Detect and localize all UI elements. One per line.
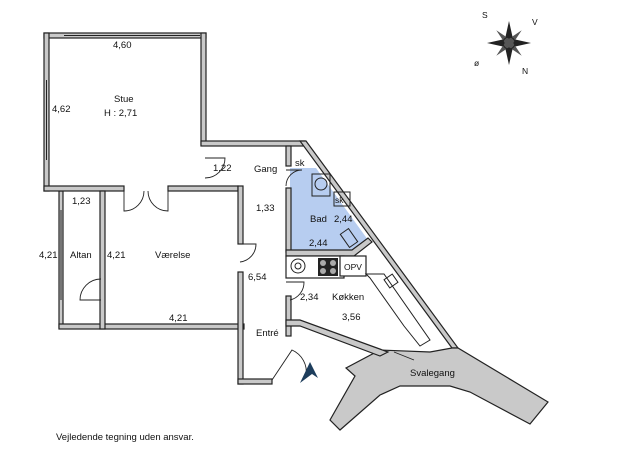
compass-s: S: [482, 10, 488, 20]
compass-v: V: [532, 17, 538, 27]
bathroom-area: [290, 168, 368, 252]
svalegang-name: Svalegang: [410, 368, 455, 379]
windows: [46, 35, 200, 300]
altan-width: 1,23: [72, 196, 91, 207]
vaerelse-name: Værelse: [155, 250, 190, 261]
doors: [79, 157, 415, 381]
compass-n: N: [522, 66, 528, 76]
gang-width: 1,22: [213, 163, 232, 174]
koekken-dim-a: 2,34: [300, 292, 319, 303]
bathroom-fixtures: [311, 173, 359, 249]
altan-name: Altan: [70, 250, 92, 261]
vaerelse-depth: 4,21: [107, 250, 126, 261]
compass-rose: [487, 21, 531, 65]
gang-name: Gang: [254, 164, 277, 175]
bad-sk: sk: [335, 195, 344, 205]
outer-walls: [43, 32, 549, 431]
bad-dim-b: 2,44: [309, 238, 328, 249]
stue-width: 4,60: [113, 40, 132, 51]
entre-dim-b: 6,54: [248, 272, 267, 283]
entre-name: Entré: [256, 328, 279, 339]
stue-depth: 4,62: [52, 104, 71, 115]
stue-name: Stue: [114, 94, 134, 105]
entre-dim-a: 1,33: [256, 203, 275, 214]
disclaimer-text: Vejledende tegning uden ansvar.: [56, 432, 194, 443]
stue-height: H : 2,71: [104, 108, 137, 119]
bad-name: Bad: [310, 214, 327, 225]
bad-dim-a: 2,44: [334, 214, 353, 225]
vaerelse-width: 4,21: [169, 313, 188, 324]
koekken-name: Køkken: [332, 292, 364, 303]
compass-o: ø: [474, 58, 479, 68]
altan-depth: 4,21: [39, 250, 58, 261]
kitchen-fixtures: [290, 258, 399, 289]
koekken-dim-b: 3,56: [342, 312, 361, 323]
entrance-arrow: [300, 362, 318, 383]
gang-sk: sk: [295, 158, 305, 169]
koekken-opv: OPV: [344, 262, 362, 272]
